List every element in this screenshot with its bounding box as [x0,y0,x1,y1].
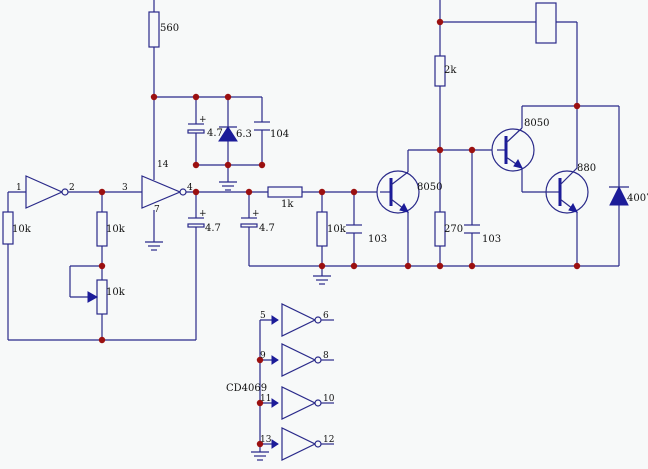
label-pin7: 7 [154,205,160,215]
transistor-880 [545,167,589,214]
label-cd4069: CD4069 [226,383,267,394]
resistor-270 [434,211,446,247]
label-pin1: 1 [16,183,22,193]
label-pin10: 10 [323,394,335,404]
label-cap-4-7-feedback: 4.7 [205,223,221,234]
ground-symbol-rail [313,275,331,285]
svg-text:+: + [252,209,260,219]
label-pin14: 14 [157,160,169,170]
inverter-gate-1 [25,175,69,209]
resistor-10k-input [2,211,14,245]
label-pin4: 4 [187,183,193,193]
zener-diode-6-3 [218,126,238,142]
resistor-1k [267,186,303,198]
transistor-8050-b [491,127,535,172]
label-pin6: 6 [323,311,329,321]
label-r1k: 1k [281,199,294,210]
capacitor-104 [254,121,270,131]
label-pin13: 13 [260,435,272,445]
label-pin11: 11 [260,394,271,404]
label-r560: 560 [160,23,179,34]
relay-coil [535,2,557,44]
label-zener-6-3: 6.3 [236,129,252,140]
resistor-10k-divider [96,211,108,247]
label-r10k-divider: 10k [106,224,126,235]
label-q8050-a: 8050 [417,182,442,193]
label-pin3: 3 [122,183,128,193]
opamp-buffer [141,175,187,209]
label-pin8: 8 [323,351,329,361]
cd4069-gate-d [271,427,322,461]
label-cap-4-7-output: 4.7 [259,223,275,234]
ground-symbol-opamp [145,241,163,251]
label-q8050-b: 8050 [524,118,549,129]
capacitor-4-7-top: + [187,115,207,134]
capacitor-4-7-feedback: + [187,209,207,228]
label-pin9: 9 [260,351,266,361]
label-d4007: 4007 [627,193,648,204]
diode-4007 [609,185,629,206]
label-r2k: 2k [444,65,457,76]
label-q880: 880 [577,163,596,174]
label-cap-103-b: 103 [482,234,501,245]
label-r10k-input: 10k [12,224,32,235]
label-cap-104: 104 [270,129,289,140]
transistor-8050-a [376,170,420,214]
label-pin2: 2 [69,183,75,193]
resistor-2k [434,55,446,87]
potentiometer-wiper-arrow [87,291,99,303]
label-pot-10k: 10k [106,287,126,298]
label-r10k-base: 10k [327,224,347,235]
capacitor-103-emitter [464,224,480,234]
junction-dots [98,18,581,448]
svg-text:+: + [199,209,207,219]
ground-symbol-supply [219,181,237,191]
ground-symbol-cd4069 [251,451,269,461]
cd4069-gate-a [271,303,322,337]
label-r270: 270 [444,224,463,235]
capacitor-103-base [346,224,362,234]
cd4069-gate-b [271,343,322,377]
label-cap-103-a: 103 [368,234,387,245]
cd4069-gate-c [271,386,322,420]
resistor-560 [148,11,160,48]
label-pin5: 5 [260,311,266,321]
resistor-10k-base [316,211,328,247]
label-cap-4-7-top: 4.7 [207,128,223,139]
svg-text:+: + [199,115,207,125]
label-pin12: 12 [323,435,334,445]
capacitor-4-7-output: + [240,209,260,228]
